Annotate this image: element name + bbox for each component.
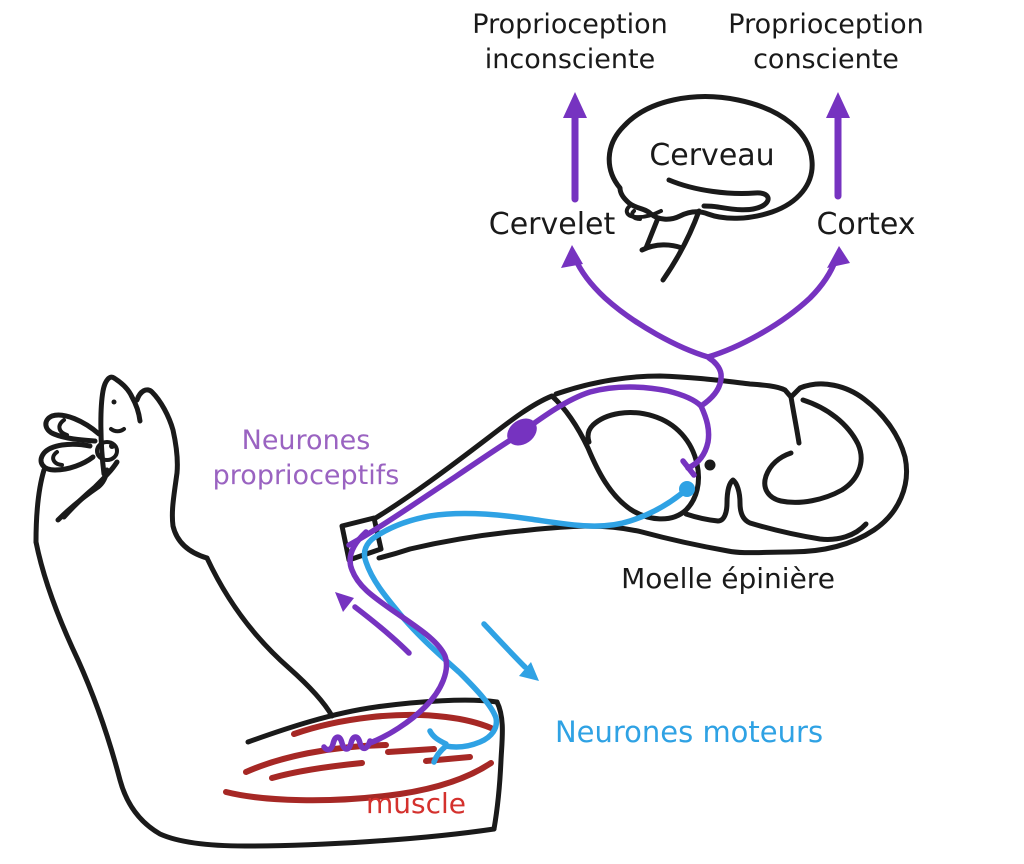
neuromuscular-junction-fork: [427, 728, 449, 765]
label-proprioceptive-neurons-line2: proprioceptifs: [212, 459, 400, 491]
muscle-spindle-coil: [321, 734, 373, 753]
index-finger: [98, 374, 143, 477]
label-cerebellum: Cervelet: [488, 207, 616, 242]
motor-direction-arrowhead: [519, 662, 539, 681]
label-proprioceptive-neurons: Neurones proprioceptifs: [213, 424, 400, 493]
sensory-axon-main: [346, 384, 712, 548]
arm-hand-drawing: [33, 374, 505, 849]
cerebellum-squiggle-2: [630, 209, 642, 221]
synapse-end-bar: [680, 458, 697, 478]
cord-outer-outline: [376, 373, 909, 561]
nerve-root-cap: [339, 515, 384, 563]
arm-inner-contour: [204, 555, 335, 719]
bent-finger-lower-crease: [51, 450, 64, 467]
label-proprioception-unconscious-line2: inconsciente: [484, 43, 656, 75]
bent-finger-upper: [43, 412, 102, 444]
hand-right-edge: [134, 387, 210, 561]
central-canal-dot: [704, 459, 716, 471]
right-gray-matter-loop: [762, 397, 864, 505]
label-spinal-cord: Moelle épinière: [621, 562, 835, 595]
brainstem-crossbar: [639, 242, 685, 253]
knuckle-crease: [109, 427, 126, 434]
arc-cerebellum-arrowhead: [561, 245, 583, 268]
cerebellum-up-arrowhead: [563, 92, 587, 118]
arc-to-cortex: [705, 256, 839, 360]
thumb-upper-edge: [61, 459, 120, 520]
label-brain: Cerveau: [649, 138, 775, 173]
cortex-up-arrowhead: [826, 92, 850, 118]
bent-finger-upper-crease: [57, 418, 69, 437]
bent-finger-lower: [38, 441, 96, 473]
label-proprioceptive-neurons-line1: Neurones: [241, 425, 371, 456]
brainstem-stroke-left: [643, 215, 661, 251]
muscle-fiber-bottom: [223, 760, 494, 804]
label-motor-neurons: Neurones moteurs: [554, 715, 824, 749]
ventral-fissure-band: [683, 477, 869, 542]
label-cortex: Cortex: [816, 207, 916, 242]
arc-cortex-arrowhead: [827, 246, 850, 268]
motor-neuron-axon: [361, 486, 690, 750]
motor-direction-arrow-shaft: [481, 621, 528, 670]
knuckle-dot: [111, 399, 117, 405]
label-proprioception-conscious-line1: Proprioception: [728, 9, 924, 40]
sensory-axon-to-muscle: [347, 529, 450, 746]
palm-left-edge: [33, 467, 47, 545]
motor-neuron-pathway: [361, 481, 695, 765]
label-proprioception-conscious: Proprioception consciente: [728, 8, 923, 77]
label-proprioception-conscious-line2: consciente: [753, 43, 899, 75]
spinal-cord-drawing: [339, 373, 909, 563]
arm-outer-contour: [33, 539, 497, 849]
brain-drawing: [606, 94, 815, 283]
dorsal-root-ganglion: [507, 418, 537, 446]
muscle-fiber-top: [291, 711, 494, 737]
ascending-branch-stem: [698, 355, 724, 409]
sensory-direction-arrow-shaft: [352, 604, 412, 656]
proprioceptive-pathway: [321, 92, 850, 753]
upper-arm-top-edge: [245, 697, 500, 745]
label-proprioception-unconscious: Proprioception inconsciente: [472, 8, 667, 77]
brain-outline: [606, 94, 815, 222]
muscle-fiber-dash-1: [385, 746, 437, 755]
pinch-circle: [95, 440, 119, 462]
brain-fissure-line: [666, 177, 771, 213]
label-muscle: muscle: [365, 787, 467, 820]
pinch-dot: [109, 443, 115, 449]
brainstem-stroke-right: [660, 208, 702, 283]
label-proprioception-unconscious-line1: Proprioception: [472, 9, 668, 40]
upper-arm-right-edge: [491, 699, 505, 832]
dorsal-median-septum: [788, 394, 802, 446]
sensory-direction-arrowhead: [335, 592, 354, 612]
arc-to-cerebellum: [572, 255, 711, 360]
muscle-fiber-inner: [269, 760, 365, 781]
